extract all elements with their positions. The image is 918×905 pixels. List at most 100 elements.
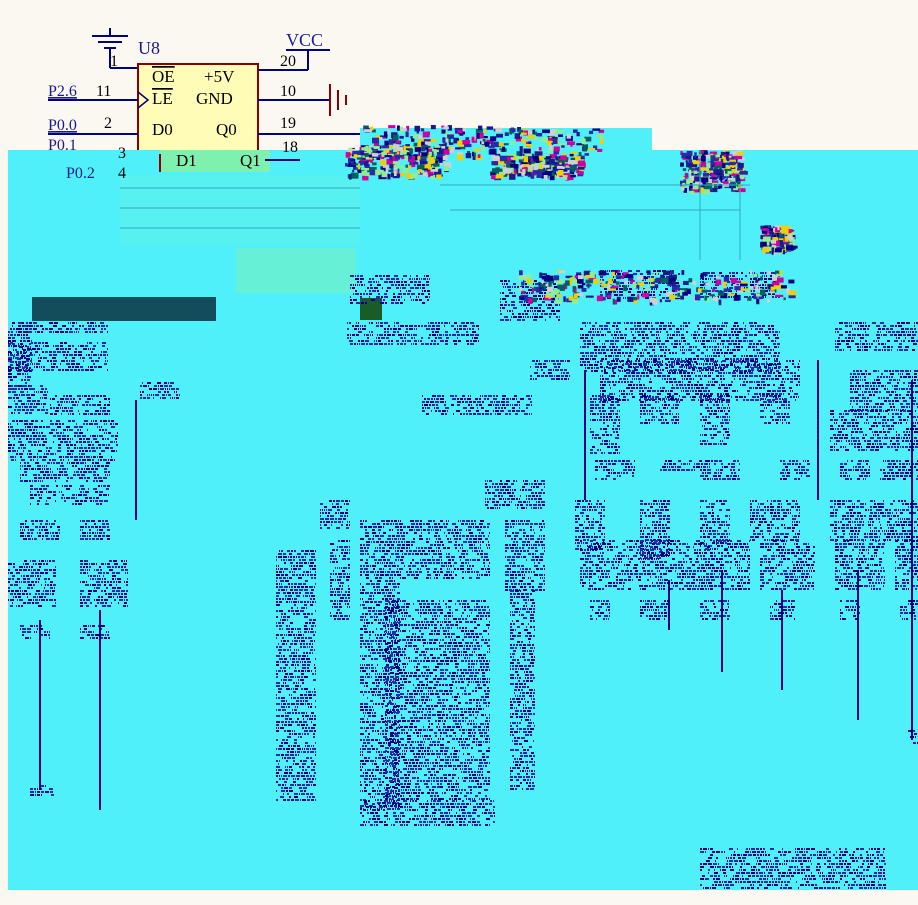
glitch-pixel [878, 506, 880, 508]
glitch-pixel [782, 387, 785, 389]
glitch-pixel [668, 536, 670, 538]
glitch-pixel [865, 478, 866, 480]
glitch-pixel [863, 413, 864, 415]
glitch-pixel [644, 349, 647, 351]
glitch-pixel [744, 331, 747, 333]
glitch-block-25 [590, 395, 620, 454]
glitch-pixel [906, 428, 909, 430]
glitch-pixel [104, 578, 106, 580]
glitch-pixel [42, 538, 43, 540]
glitch-pixel [648, 515, 651, 517]
glitch-pixel [85, 401, 89, 403]
glitch-pixel [710, 328, 712, 330]
glitch-pixel [384, 328, 386, 330]
glitch-pixel [25, 520, 27, 522]
glitch-pixel [706, 384, 710, 386]
glitch-pixel [12, 325, 13, 327]
glitch-pixel [832, 530, 833, 532]
glitch-pixel [44, 397, 47, 399]
glitch-pixel [845, 478, 849, 480]
glitch-pixel [115, 566, 117, 568]
glitch-pixel [846, 527, 849, 529]
glitch-pixel [610, 404, 614, 406]
glitch-pixel [916, 443, 918, 445]
glitch-pixel [92, 435, 96, 437]
glitch-pixel [697, 381, 699, 383]
glitch-pixel [717, 521, 720, 523]
glitch-pixel [669, 463, 672, 465]
glitch-pixel [786, 372, 789, 374]
glitch-pixel [41, 348, 42, 350]
glitch-pixel [909, 446, 911, 448]
glitch-pixel [102, 578, 103, 580]
glitch-pixel [20, 357, 23, 359]
glitch-pixel [873, 370, 877, 372]
glitch-pixel [22, 373, 24, 375]
glitch-pixel [440, 340, 444, 342]
glitch-pixel [640, 366, 643, 368]
glitch-pixel [34, 788, 36, 790]
glitch-pixel [38, 593, 40, 595]
glitch-pixel [632, 375, 635, 377]
glitch-pixel [870, 449, 874, 451]
glitch-pixel [435, 322, 437, 324]
glitch-pixel [830, 425, 833, 427]
glitch-pixel [376, 337, 377, 339]
glitch-pixel [72, 345, 74, 347]
glitch-pixel [434, 340, 436, 342]
glitch-pixel [712, 372, 713, 374]
glitch-pixel [874, 512, 877, 514]
glitch-pixel [640, 422, 643, 424]
glitch-pixel [165, 388, 166, 390]
glitch-pixel [80, 572, 82, 574]
glitch-pixel [622, 460, 625, 462]
glitch-pixel [744, 396, 746, 398]
glitch-pixel [708, 512, 711, 514]
glitch-pixel [895, 413, 899, 415]
glitch-pixel [739, 378, 741, 380]
glitch-pixel [604, 381, 606, 383]
glitch-pixel [467, 398, 471, 400]
glitch-pixel [33, 406, 37, 408]
glitch-pixel [728, 463, 730, 465]
glitch-pixel [644, 387, 647, 389]
glitch-pixel [672, 352, 674, 354]
glitch-pixel [97, 532, 98, 534]
glitch-pixel [691, 387, 693, 389]
glitch-pixel [868, 325, 870, 327]
glitch-pixel [618, 381, 620, 383]
glitch-pixel [91, 395, 95, 397]
glitch-pixel [595, 322, 597, 324]
glitch-pixel [53, 575, 56, 577]
glitch-pixel [669, 413, 671, 415]
glitch-pixel [36, 429, 37, 431]
glitch-pixel [897, 379, 898, 381]
glitch-pixel [716, 352, 720, 354]
glitch-pixel [646, 346, 648, 348]
glitch-pixel [55, 453, 56, 455]
glitch-pixel [640, 404, 643, 406]
glitch-pixel [521, 507, 525, 509]
glitch-pixel [62, 351, 66, 353]
glitch-pixel [665, 413, 668, 415]
glitch-pixel [76, 441, 78, 443]
glitch-pixel [18, 596, 21, 598]
glitch-pixel [68, 407, 69, 409]
glitch-pixel [85, 491, 89, 493]
glitch-pixel [702, 340, 705, 342]
glitch-pixel [30, 459, 32, 461]
glitch-pixel [68, 348, 71, 350]
glitch-pixel [86, 520, 90, 522]
glitch-pixel [74, 444, 76, 446]
glitch-pixel [760, 404, 764, 406]
glitch-pixel [732, 334, 734, 336]
glitch-pixel [663, 515, 666, 517]
glitch-pixel [698, 334, 700, 336]
glitch-pixel [91, 354, 92, 356]
glitch-pixel [63, 354, 65, 356]
glitch-pixel [8, 423, 9, 425]
glitch-pixel [54, 413, 57, 415]
glitch-pixel [60, 342, 63, 344]
glitch-pixel [860, 346, 861, 348]
glitch-pixel [31, 340, 32, 342]
